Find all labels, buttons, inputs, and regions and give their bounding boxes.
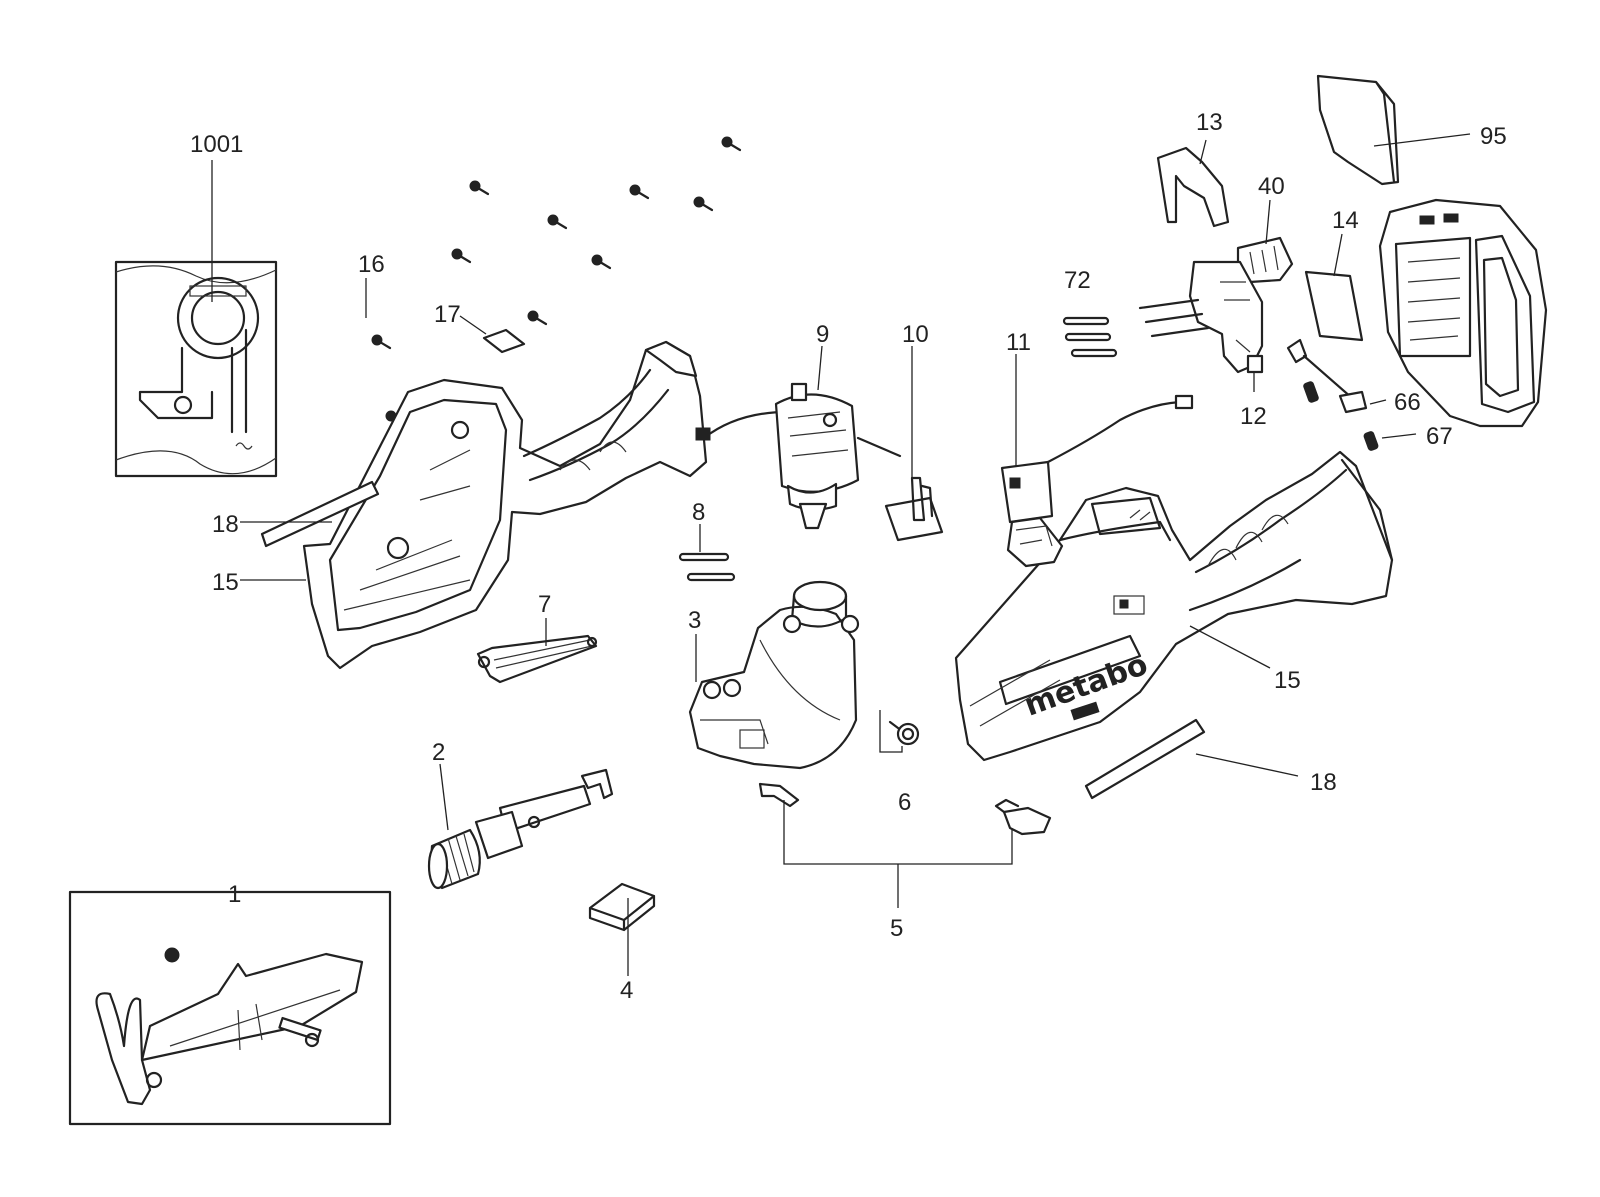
part-11-switch [1000, 394, 1194, 568]
label-95: 95 [1480, 123, 1507, 150]
screw-icon [721, 136, 742, 152]
screw-icon [527, 310, 548, 326]
screw-icon [547, 214, 568, 230]
part-1-blade-clamp-inset [68, 890, 392, 1126]
label-2: 2 [432, 739, 445, 766]
label-66: 66 [1394, 389, 1421, 416]
label-5: 5 [890, 915, 903, 942]
part-66-contacts [1286, 338, 1368, 414]
part-15-housing-left [302, 340, 708, 670]
part-17-label-plate [482, 328, 526, 354]
label-17: 17 [434, 301, 461, 328]
label-4: 4 [620, 977, 633, 1004]
label-6: 6 [898, 789, 911, 816]
label-18-right: 18 [1310, 769, 1337, 796]
part-6-screw [888, 720, 920, 746]
label-9: 9 [816, 321, 829, 348]
battery-pack-housing [1378, 198, 1548, 428]
part-labels: 1001 16 17 18 15 7 8 9 10 11 72 3 2 4 6 … [190, 109, 1507, 1004]
label-67: 67 [1426, 423, 1453, 450]
label-1001: 1001 [190, 131, 243, 158]
part-2-plunger [427, 768, 614, 890]
screw-icon [591, 254, 612, 270]
label-16: 16 [358, 251, 385, 278]
label-72: 72 [1064, 267, 1091, 294]
screw-icon [629, 184, 650, 200]
screws-group [371, 136, 742, 426]
label-40: 40 [1258, 173, 1285, 200]
part-10-contact-plate [884, 476, 944, 542]
part-7-spring-clip [476, 634, 598, 684]
part-12-electronics [1138, 260, 1264, 374]
part-1001-wiring-inset [114, 260, 278, 478]
part-5-levers [758, 782, 1052, 836]
label-3: 3 [688, 607, 701, 634]
screw-icon [371, 334, 392, 350]
label-7: 7 [538, 591, 551, 618]
label-15-right: 15 [1274, 667, 1301, 694]
part-8-pins [678, 552, 736, 582]
part-18-strip-right [1084, 718, 1206, 800]
label-15-left: 15 [212, 569, 239, 596]
label-12: 12 [1240, 403, 1267, 430]
label-18-left: 18 [212, 511, 239, 538]
label-11: 11 [1006, 329, 1031, 356]
part-18-strip-left [260, 480, 380, 548]
label-8: 8 [692, 499, 705, 526]
label-1: 1 [228, 881, 241, 908]
label-14: 14 [1332, 207, 1359, 234]
part-14-cover-plate [1304, 270, 1364, 342]
part-13-belt-clip [1156, 146, 1230, 228]
screw-icon [693, 196, 714, 212]
label-13: 13 [1196, 109, 1223, 136]
part-4-felt-pad [588, 882, 656, 932]
screw-icon [469, 180, 490, 196]
leader-lines [90, 133, 1471, 976]
part-9-motor [695, 382, 902, 530]
screw-icon [451, 248, 472, 264]
part-67-springs [1303, 381, 1379, 451]
part-3-gear-housing [688, 580, 860, 770]
label-10: 10 [902, 321, 929, 348]
part-72-pins [1062, 316, 1118, 358]
part-95-cover [1316, 74, 1400, 186]
